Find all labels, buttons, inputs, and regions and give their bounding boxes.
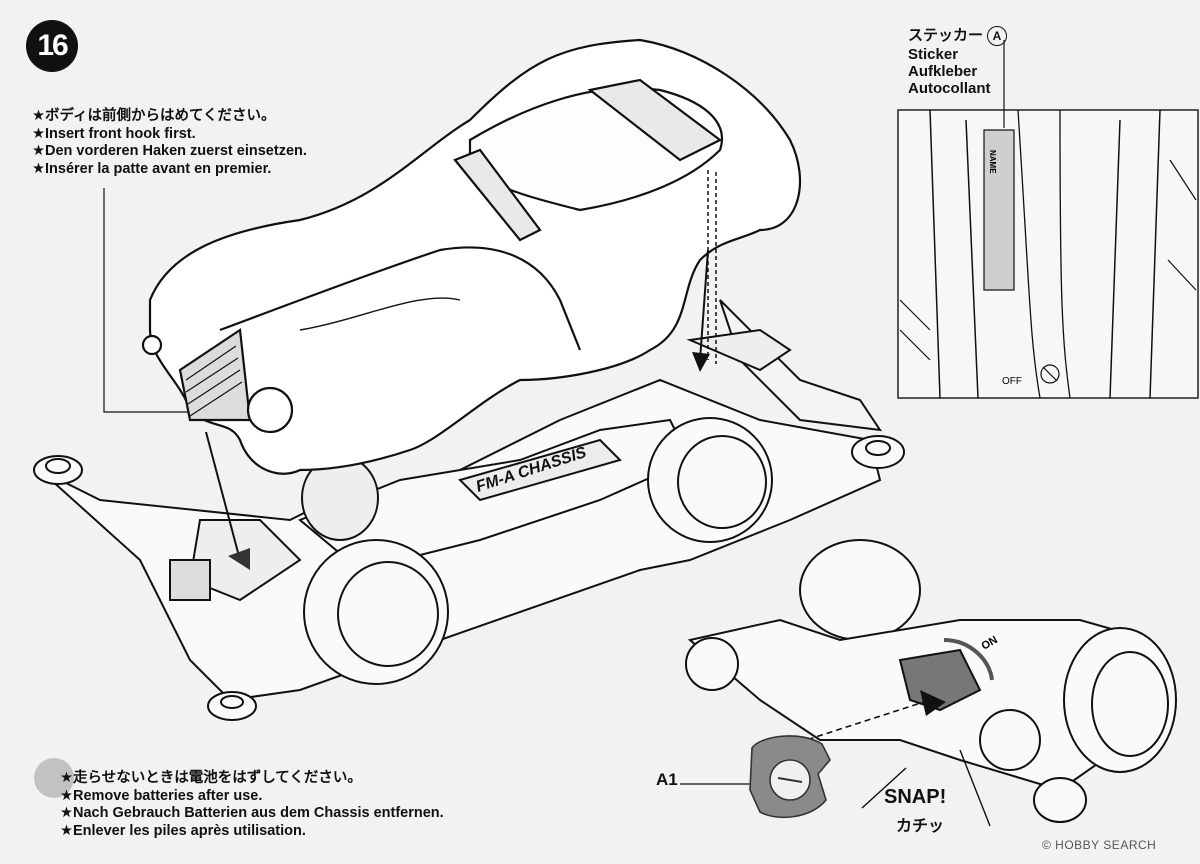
note-line-en: ★Insert front hook first. [32,125,196,142]
body-shell-drawing [141,38,802,475]
sticker-detail-panel: NAME OFF [897,40,1199,399]
sticker-line-fr: Autocollant [908,80,991,97]
name-sticker [983,129,1015,291]
snap-label-jp: カチッ [896,818,945,835]
battery-detail-drawing [680,539,1177,827]
part-letter-circle: A [987,26,1008,46]
sticker-line-de: Aufkleber [908,63,978,80]
note-line-fr: ★Insérer la patte avant en premier. [32,160,272,177]
switch-off-label: OFF [1002,376,1022,387]
battery-note: ★走らせないときは電池をはずしてください。 ★Remove batteries … [60,770,444,840]
caution-mark-icon [34,758,74,798]
body-fitting-note: ★ボディは前側からはめてください。 ★Insert front hook fir… [32,108,307,178]
note-line-jp: ★ボディは前側からはめてください。 [32,108,276,124]
name-sticker-text: NAME [988,150,997,174]
insert-arrows [205,249,710,570]
watermark: © HOBBY SEARCH [1042,838,1157,852]
sticker-line-jp: ステッカー [908,26,984,44]
step-number-badge: 16 [26,20,78,72]
sticker-line-en: Sticker [908,46,959,63]
battery-line-de: ★Nach Gebrauch Batterien aus dem Chassis… [60,805,444,821]
battery-line-jp: ★走らせないときは電池をはずしてください。 [60,770,362,786]
part-label-a1: A1 [656,770,678,789]
battery-line-fr: ★Enlever les piles après utilisation. [60,822,306,839]
battery-line-en: ★Remove batteries after use. [60,787,263,804]
part-a1 [749,735,831,819]
note-line-de: ★Den vorderen Haken zuerst einsetzen. [32,143,307,159]
snap-label: SNAP! [884,786,947,808]
